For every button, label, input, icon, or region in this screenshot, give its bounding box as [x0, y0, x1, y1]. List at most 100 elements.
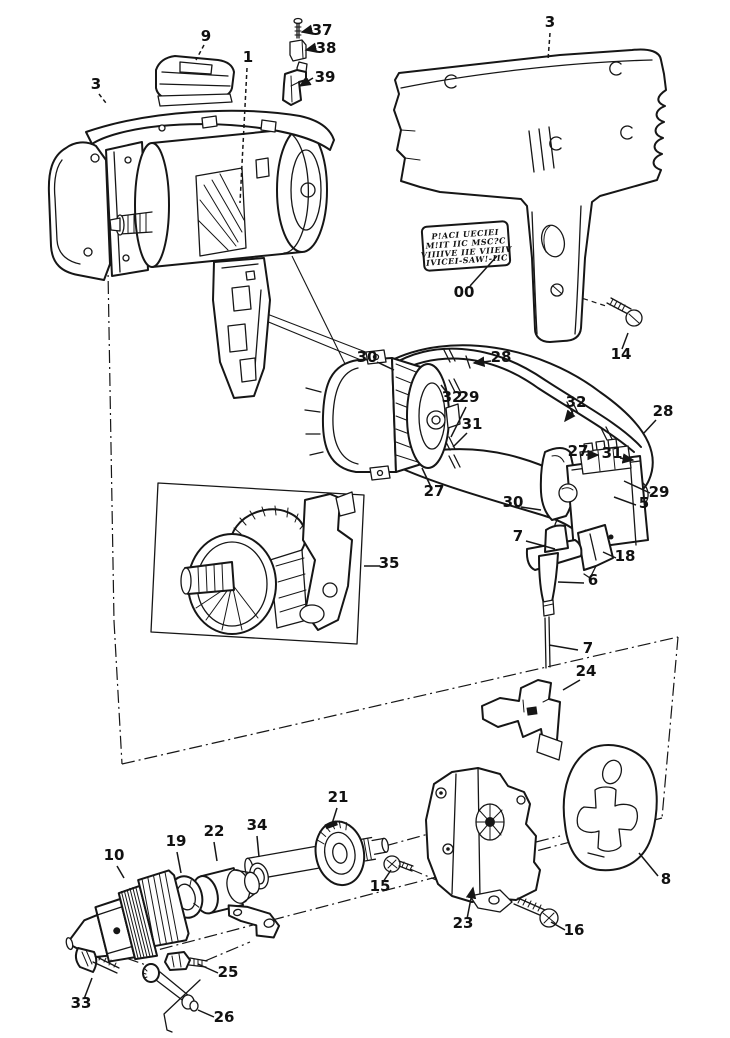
callout-label-38: 38	[316, 39, 337, 57]
nameplate-label: P!ACI UECIEI M!IT IIC MSC?C VIIIIVE IIE …	[420, 220, 513, 272]
construction-line-9	[204, 941, 251, 962]
callout-label-32: 32	[566, 393, 587, 411]
screw-part25	[164, 951, 208, 971]
armature-part35	[180, 491, 356, 635]
callout-label-14: 14	[611, 345, 632, 363]
callout-leader-30	[520, 506, 542, 511]
callout-label-33: 33	[71, 994, 92, 1012]
construction-line-1	[113, 620, 123, 765]
callout-leader-28	[472, 356, 492, 367]
strain-relief-part6	[538, 552, 559, 617]
callout-label-27: 27	[424, 482, 445, 500]
callout-leader-26	[197, 1009, 215, 1018]
callout-label-6: 6	[588, 571, 598, 589]
construction-line-10	[125, 957, 147, 966]
screw-part15	[383, 855, 414, 873]
callout-leader-32	[440, 384, 449, 395]
callout-label-31: 31	[602, 444, 623, 462]
callout-leader-25	[197, 963, 219, 974]
bracket-part24	[481, 679, 563, 761]
callout-leader-19	[176, 851, 182, 874]
construction-line-0	[106, 211, 115, 622]
callout-leader-37	[300, 24, 314, 35]
callout-leader-7	[525, 540, 556, 550]
cap-part9	[155, 55, 235, 107]
callout-leader-32	[564, 409, 576, 423]
callout-leader-27	[421, 467, 432, 488]
housing-handle	[212, 257, 271, 399]
callout-label-22: 22	[204, 822, 225, 840]
screw-part16	[513, 896, 559, 928]
callout-label-16: 16	[564, 921, 585, 939]
callout-label-30: 30	[503, 493, 524, 511]
callout-label-5: 5	[639, 494, 649, 512]
screw-part14	[606, 297, 643, 327]
callout-label-23: 23	[453, 914, 474, 932]
callout-label-15: 15	[370, 877, 391, 895]
callout-leader-10	[116, 865, 125, 879]
callout-leader-22	[213, 841, 218, 862]
callout-leader-39	[298, 76, 314, 87]
construction-line-6	[535, 835, 561, 843]
callout-label-27: 27	[568, 442, 589, 460]
gear-case-part23	[425, 767, 541, 913]
callout-label-7: 7	[513, 527, 523, 545]
construction-line-11	[565, 292, 607, 307]
callout-leader-1	[239, 67, 248, 204]
callout-label-7: 7	[583, 639, 593, 657]
screw-part33	[74, 947, 120, 974]
callout-leader-29	[623, 480, 651, 494]
callout-leader-23	[465, 886, 477, 920]
callout-label-24: 24	[576, 662, 597, 680]
callout-label-28: 28	[491, 348, 512, 366]
callout-leader-21	[330, 807, 338, 828]
callout-leader-38	[304, 42, 318, 53]
callout-label-35: 35	[379, 554, 400, 572]
armature-box	[150, 482, 365, 645]
callout-label-37: 37	[312, 21, 333, 39]
callout-label-8: 8	[661, 870, 671, 888]
construction-line-2	[121, 636, 679, 765]
chuck-key-part26	[142, 963, 201, 1033]
callout-leader-33	[83, 977, 93, 1000]
baffle-part8	[562, 744, 658, 872]
callout-leader-30	[376, 361, 395, 371]
callout-leader-3	[547, 32, 551, 61]
callout-label-10: 10	[104, 846, 125, 864]
callout-label-9: 9	[201, 27, 211, 45]
callout-leader-29	[450, 406, 467, 438]
callout-label-19: 19	[166, 832, 187, 850]
callout-leader-9	[195, 44, 205, 61]
callout-label-25: 25	[218, 963, 239, 981]
right-housing-part3	[393, 48, 667, 343]
callout-label-28: 28	[653, 402, 674, 420]
callout-leader-31	[619, 453, 635, 464]
callout-leader-18	[602, 551, 617, 559]
callout-label-1: 1	[243, 48, 253, 66]
callout-label-30: 30	[357, 348, 378, 366]
callout-label-29: 29	[459, 388, 480, 406]
callout-label-18: 18	[615, 547, 636, 565]
callout-leader-24	[562, 679, 581, 691]
construction-line-14	[291, 255, 350, 373]
cord-clamp-part18	[577, 524, 614, 579]
callout-label-32: 32	[442, 388, 463, 406]
callout-leader-6	[557, 581, 585, 584]
power-cord	[544, 616, 551, 669]
callout-leader-14	[621, 332, 629, 350]
callout-leader-3	[98, 93, 107, 104]
callout-leader-7	[548, 644, 579, 651]
nameplate-line-1: P!ACI UECIEI	[430, 227, 499, 242]
callout-leader-00	[469, 255, 498, 287]
callout-label-29: 29	[649, 483, 670, 501]
callout-label-31: 31	[462, 415, 483, 433]
construction-line-3	[661, 636, 679, 819]
callout-leader-8	[638, 852, 659, 877]
callout-leader-5	[613, 496, 637, 506]
callout-leader-15	[382, 869, 392, 883]
callout-leader-28	[642, 419, 657, 435]
callout-label-3: 3	[545, 13, 555, 31]
construction-line-5	[384, 832, 433, 847]
